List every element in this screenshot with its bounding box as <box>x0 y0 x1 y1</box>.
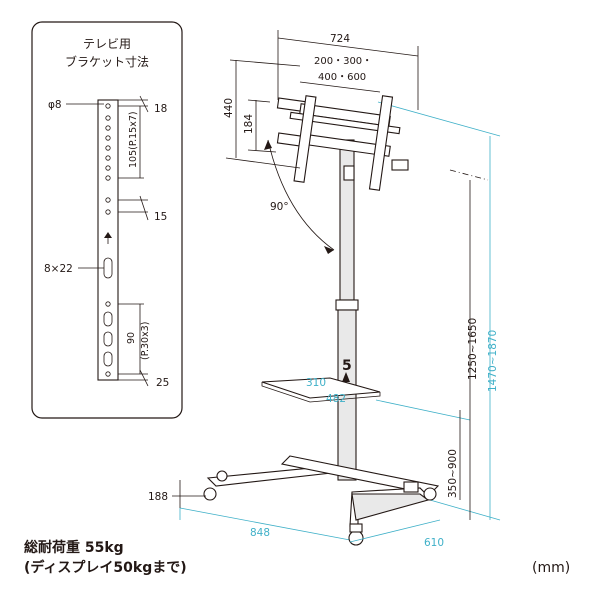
bracket-title-line2: ブラケット寸法 <box>65 54 149 69</box>
shelf-step-label: 5 <box>342 358 352 374</box>
slot-size-label: 8×22 <box>44 263 73 275</box>
dim-base-height: 188 <box>148 491 168 503</box>
bracket-pitch-1: 105(P.15x7) <box>128 111 139 168</box>
bracket-pitch-2b: (P.30x3) <box>140 322 151 360</box>
bracket-dim-top: 18 <box>154 103 167 115</box>
vesa-mount <box>276 95 409 191</box>
pole-clamp <box>335 299 359 311</box>
dim-vesa-line2: 400・600 <box>318 72 366 83</box>
caster-rear-right <box>423 487 437 501</box>
bracket-pitch-2: 90 <box>126 332 137 344</box>
bracket-holes-lower <box>103 301 113 377</box>
dim-shelf-range: 350~900 <box>447 449 459 498</box>
dim-tilt-angle: 90° <box>270 201 289 213</box>
dim-height-440: 440 <box>223 98 235 118</box>
up-arrow-icon <box>104 232 112 238</box>
dim-shelf-depth: 482 <box>326 393 346 405</box>
tv-stand <box>172 30 501 546</box>
upper-pole <box>339 139 355 301</box>
bracket-dim-bottom: 25 <box>156 377 169 389</box>
dim-base-depth: 610 <box>424 537 444 549</box>
dim-height-range-1: 1250~1650 <box>467 318 479 380</box>
dim-base-width: 848 <box>250 527 270 539</box>
tilt-arc <box>267 139 335 251</box>
bracket-title-line1: テレビ用 <box>83 37 131 51</box>
dim-vesa-line1: 200・300・ <box>314 56 372 67</box>
bracket-dimension-panel: テレビ用 ブラケット寸法 <box>31 21 183 419</box>
down-arrow-icon <box>342 372 350 382</box>
hole-diameter-label: φ8 <box>48 99 62 111</box>
load-capacity-line1: 総耐荷重 55kg <box>24 539 124 556</box>
dim-height-184: 184 <box>243 114 255 134</box>
caster-front-left <box>203 487 217 501</box>
caster-front-right <box>348 530 364 546</box>
dim-width-top: 724 <box>330 33 350 45</box>
bracket-holes-upper <box>105 103 111 215</box>
dim-shelf-width: 310 <box>306 377 326 389</box>
caster-rear-left <box>216 470 228 482</box>
load-capacity-line2: (ディスプレイ50kgまで) <box>24 559 187 576</box>
stand-base <box>203 455 440 546</box>
unit-label: (mm) <box>532 560 570 576</box>
dim-height-range-2: 1470~1870 <box>487 330 499 392</box>
bracket-dim-mid: 15 <box>154 211 167 223</box>
